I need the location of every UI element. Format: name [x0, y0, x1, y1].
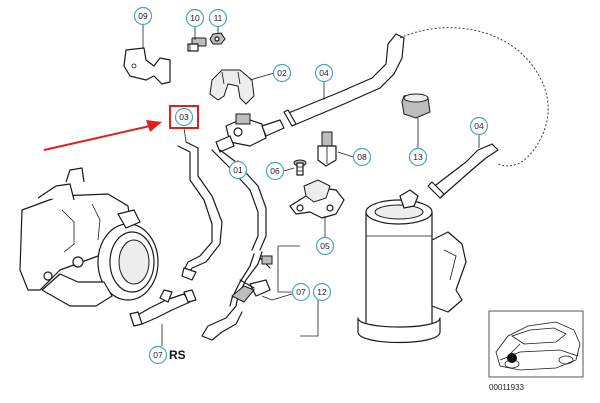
svg-text:03: 03 [179, 112, 189, 122]
callout-06: 06 [265, 161, 285, 181]
callout-05: 05 [315, 236, 335, 256]
callout-04-upper: 04 [314, 63, 334, 83]
callout-02: 02 [272, 63, 292, 83]
svg-text:08: 08 [357, 152, 367, 162]
nut-part-11 [209, 32, 226, 45]
svg-text:06: 06 [270, 166, 280, 176]
stud-bolt-part-10 [187, 37, 207, 52]
svg-text:07: 07 [153, 350, 163, 360]
throttle-body [19, 167, 159, 307]
sensor-part-08 [317, 131, 337, 167]
vehicle-location-inset [488, 310, 584, 378]
callout-07-center: 07 [291, 282, 311, 302]
svg-text:11: 11 [214, 13, 223, 23]
purge-valve [215, 113, 285, 153]
callout-07-rs: 07 [148, 345, 168, 365]
holder-part-02 [209, 69, 255, 105]
svg-text:04: 04 [319, 68, 329, 78]
svg-text:07: 07 [296, 287, 306, 297]
t-piece-connector [129, 289, 197, 327]
svg-text:05: 05 [320, 241, 330, 251]
cap-part-13 [401, 93, 431, 119]
callout-13: 13 [408, 147, 428, 167]
callout-11: 11 [208, 8, 228, 28]
svg-text:04: 04 [474, 121, 484, 131]
svg-text:01: 01 [233, 165, 243, 175]
activated-carbon-canister [357, 189, 467, 344]
svg-text:10: 10 [190, 13, 200, 23]
callout-09: 09 [133, 6, 153, 26]
bracket-part-09 [123, 47, 171, 85]
location-marker [507, 353, 517, 363]
bracket-part-05 [289, 179, 345, 219]
screw-part-06 [293, 159, 307, 176]
callout-01: 01 [228, 160, 248, 180]
hose-part-04-upper [283, 33, 405, 127]
hose-routing-dashed-line [399, 27, 549, 167]
connecting-pipes-07 [201, 251, 273, 341]
rs-label: RS [169, 348, 186, 362]
svg-text:13: 13 [413, 152, 423, 162]
red-pointer-arrow [43, 120, 162, 151]
callout-12: 12 [312, 282, 332, 302]
callout-10: 10 [185, 8, 205, 28]
hose-part-04-lower [427, 143, 499, 199]
callout-04-lower: 04 [469, 116, 489, 136]
hose-part-01 [211, 149, 267, 251]
diagram-reference-number: 00011933 [489, 383, 525, 392]
svg-text:12: 12 [317, 287, 327, 297]
svg-text:09: 09 [138, 11, 148, 21]
callout-03-highlighted: 03 [169, 105, 199, 129]
svg-text:02: 02 [277, 68, 287, 78]
callout-08: 08 [352, 147, 372, 167]
hose-part-03 [177, 141, 223, 281]
leader-lines [142, 24, 480, 346]
